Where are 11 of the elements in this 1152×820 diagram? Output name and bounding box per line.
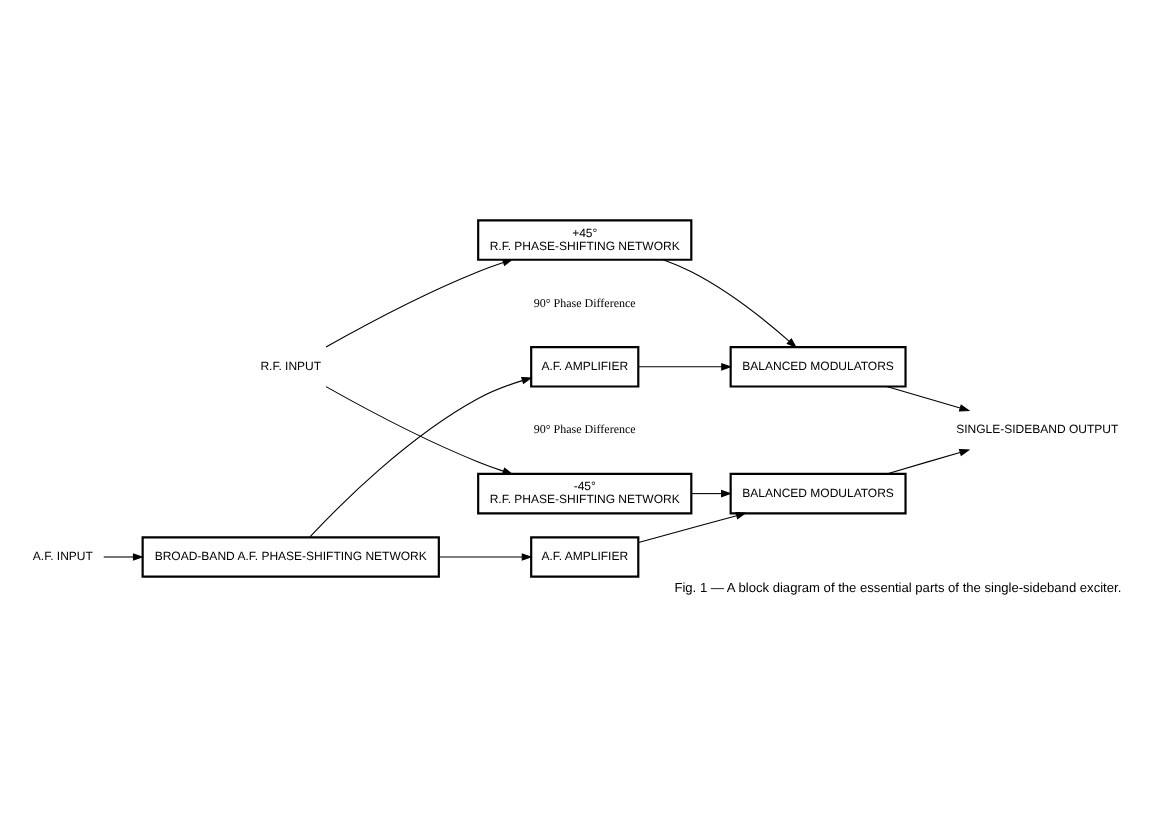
arrow bbox=[886, 448, 971, 475]
arrow bbox=[638, 363, 733, 371]
arrow bbox=[103, 553, 144, 561]
arrow bbox=[309, 377, 533, 538]
arrow bbox=[886, 386, 971, 412]
arrow bbox=[325, 259, 514, 348]
arrow bbox=[325, 386, 514, 475]
arrow bbox=[638, 512, 747, 544]
arrow bbox=[691, 489, 732, 498]
arrow bbox=[438, 553, 533, 561]
arrow bbox=[662, 259, 798, 349]
